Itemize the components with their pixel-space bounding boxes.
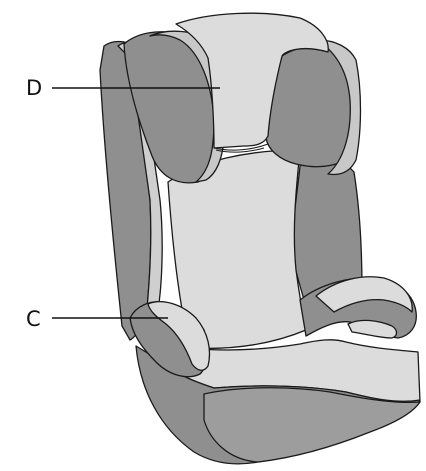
callout-c-label: C: [26, 307, 41, 331]
backrest-shell-right: [290, 150, 362, 300]
callout-d-label: D: [26, 76, 42, 100]
